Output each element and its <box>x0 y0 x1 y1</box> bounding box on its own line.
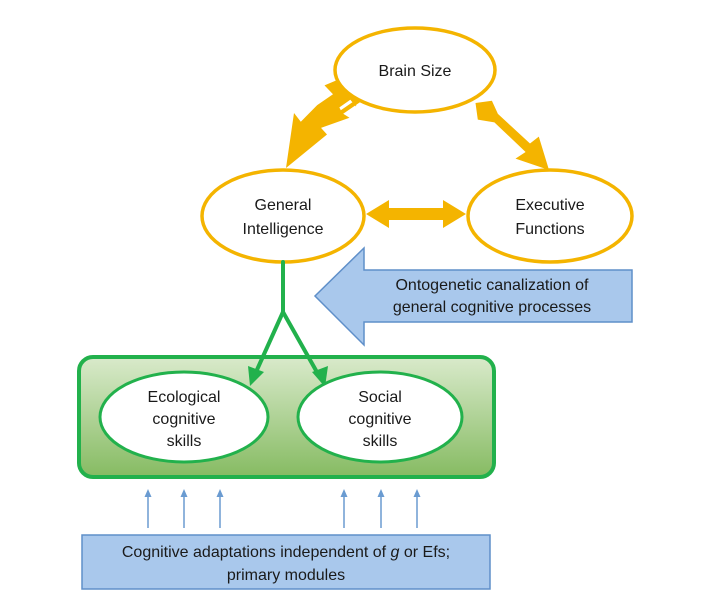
ecological-skills-node <box>98 370 270 464</box>
text-line: skills <box>167 433 202 450</box>
social-skills-node <box>296 370 464 464</box>
brain-size-node <box>333 26 497 114</box>
intelligence-to-skills-arrow <box>254 260 320 376</box>
brain-size-label: Brain Size <box>379 63 452 80</box>
text-line: Social <box>358 389 402 406</box>
social-skills-label: Social cognitive skills <box>348 389 411 450</box>
text-line: General <box>255 197 312 214</box>
text-line: cognitive <box>152 411 215 428</box>
text-line: Intelligence <box>243 221 324 238</box>
primary-module-arrows <box>144 489 421 528</box>
ontogenetic-canalization-arrow: Ontogenetic canalization of general cogni… <box>313 246 633 347</box>
general-intelligence-node <box>200 168 366 264</box>
intelligence-brain-double-arrow <box>286 70 361 168</box>
text-line: cognitive <box>348 411 411 428</box>
text-line: skills <box>363 433 398 450</box>
brain-executive-double-arrow <box>475 100 549 170</box>
primary-modules-label-line1: Cognitive adaptations independent of g o… <box>122 544 450 561</box>
arrowhead-social <box>312 366 328 387</box>
arrowhead-ecological <box>248 366 264 386</box>
ecological-skills-label: Ecological cognitive skills <box>148 389 221 450</box>
text-line: Brain Size <box>379 63 452 80</box>
primary-modules-label-line2: primary modules <box>227 567 345 584</box>
primary-modules-box <box>81 534 491 590</box>
brain-to-intelligence-arrow <box>315 98 361 130</box>
text-line: Ecological <box>148 389 221 406</box>
intelligence-executive-double-arrow <box>366 200 466 228</box>
text-line: Executive <box>515 197 584 214</box>
text-line: general cognitive processes <box>393 299 591 316</box>
text-line: Ontogenetic canalization of <box>395 277 589 294</box>
ontogenetic-canalization-label: Ontogenetic canalization of general cogni… <box>393 277 591 316</box>
text-line: Functions <box>515 221 584 238</box>
executive-functions-node <box>466 168 634 264</box>
